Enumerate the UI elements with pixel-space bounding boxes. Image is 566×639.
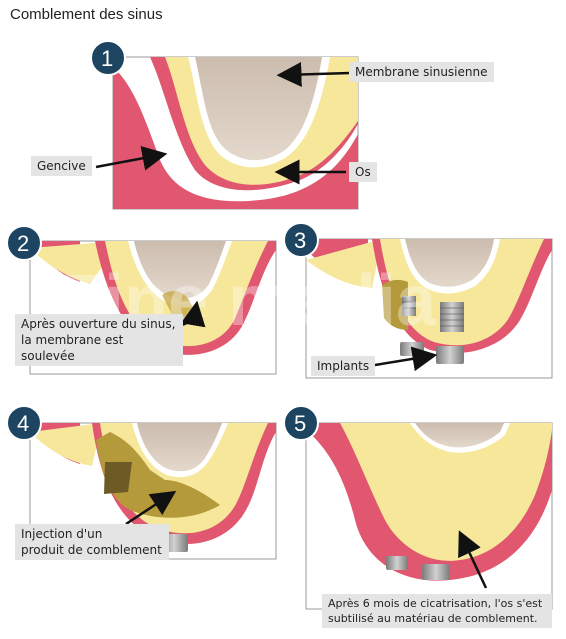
implant-1-head: [400, 342, 424, 356]
arrow-membrane: [276, 61, 351, 87]
badge-4-text: 4: [17, 411, 29, 436]
label-membrane: Membrane sinusienne: [349, 62, 494, 82]
badge-3-text: 3: [294, 228, 306, 253]
implant-2-head: [436, 346, 464, 364]
arrow-implants: [374, 346, 438, 372]
step2-caption-line1: Après ouverture du sinus,: [21, 317, 176, 331]
step5-caption-line1: Après 6 mois de cicatrisation, l'os s'es…: [328, 597, 543, 610]
page-title: Comblement des sinus: [10, 6, 163, 23]
panel-5: [305, 422, 553, 610]
implant-1-thread: [402, 296, 416, 316]
badge-5: 5: [283, 405, 319, 441]
step2-caption-line2: la membrane est soulevée: [21, 333, 124, 363]
arrow-gencive: [95, 145, 168, 171]
label-step2-caption: Après ouverture du sinus, la membrane es…: [15, 314, 183, 366]
badge-2-text: 2: [17, 231, 29, 256]
arrow-injection: [125, 490, 177, 526]
label-step5-caption: Après 6 mois de cicatrisation, l'os s'es…: [322, 594, 552, 628]
gum-shape: [113, 67, 358, 209]
label-step4-caption: Injection d'un produit de comblement: [15, 524, 169, 560]
label-os: Os: [349, 162, 377, 182]
implant-y-head: [422, 564, 450, 580]
badge-5-text: 5: [294, 411, 306, 436]
step4-caption-line2: produit de comblement: [21, 543, 162, 557]
implant-x-head: [386, 556, 408, 570]
arrow-healing: [458, 530, 488, 589]
implant-2-thread: [440, 302, 464, 332]
badge-1-text: 1: [101, 46, 113, 71]
badge-3: 3: [283, 222, 319, 258]
panel-1: [112, 56, 359, 210]
badge-1: 1: [90, 40, 126, 76]
badge-4: 4: [6, 405, 42, 441]
step4-caption-line1: Injection d'un: [21, 527, 103, 541]
badge-2: 2: [6, 225, 42, 261]
step5-caption-line2: subtilisé au matériau de comblement.: [328, 612, 538, 625]
label-implants: Implants: [311, 356, 376, 376]
label-gencive: Gencive: [31, 156, 92, 176]
